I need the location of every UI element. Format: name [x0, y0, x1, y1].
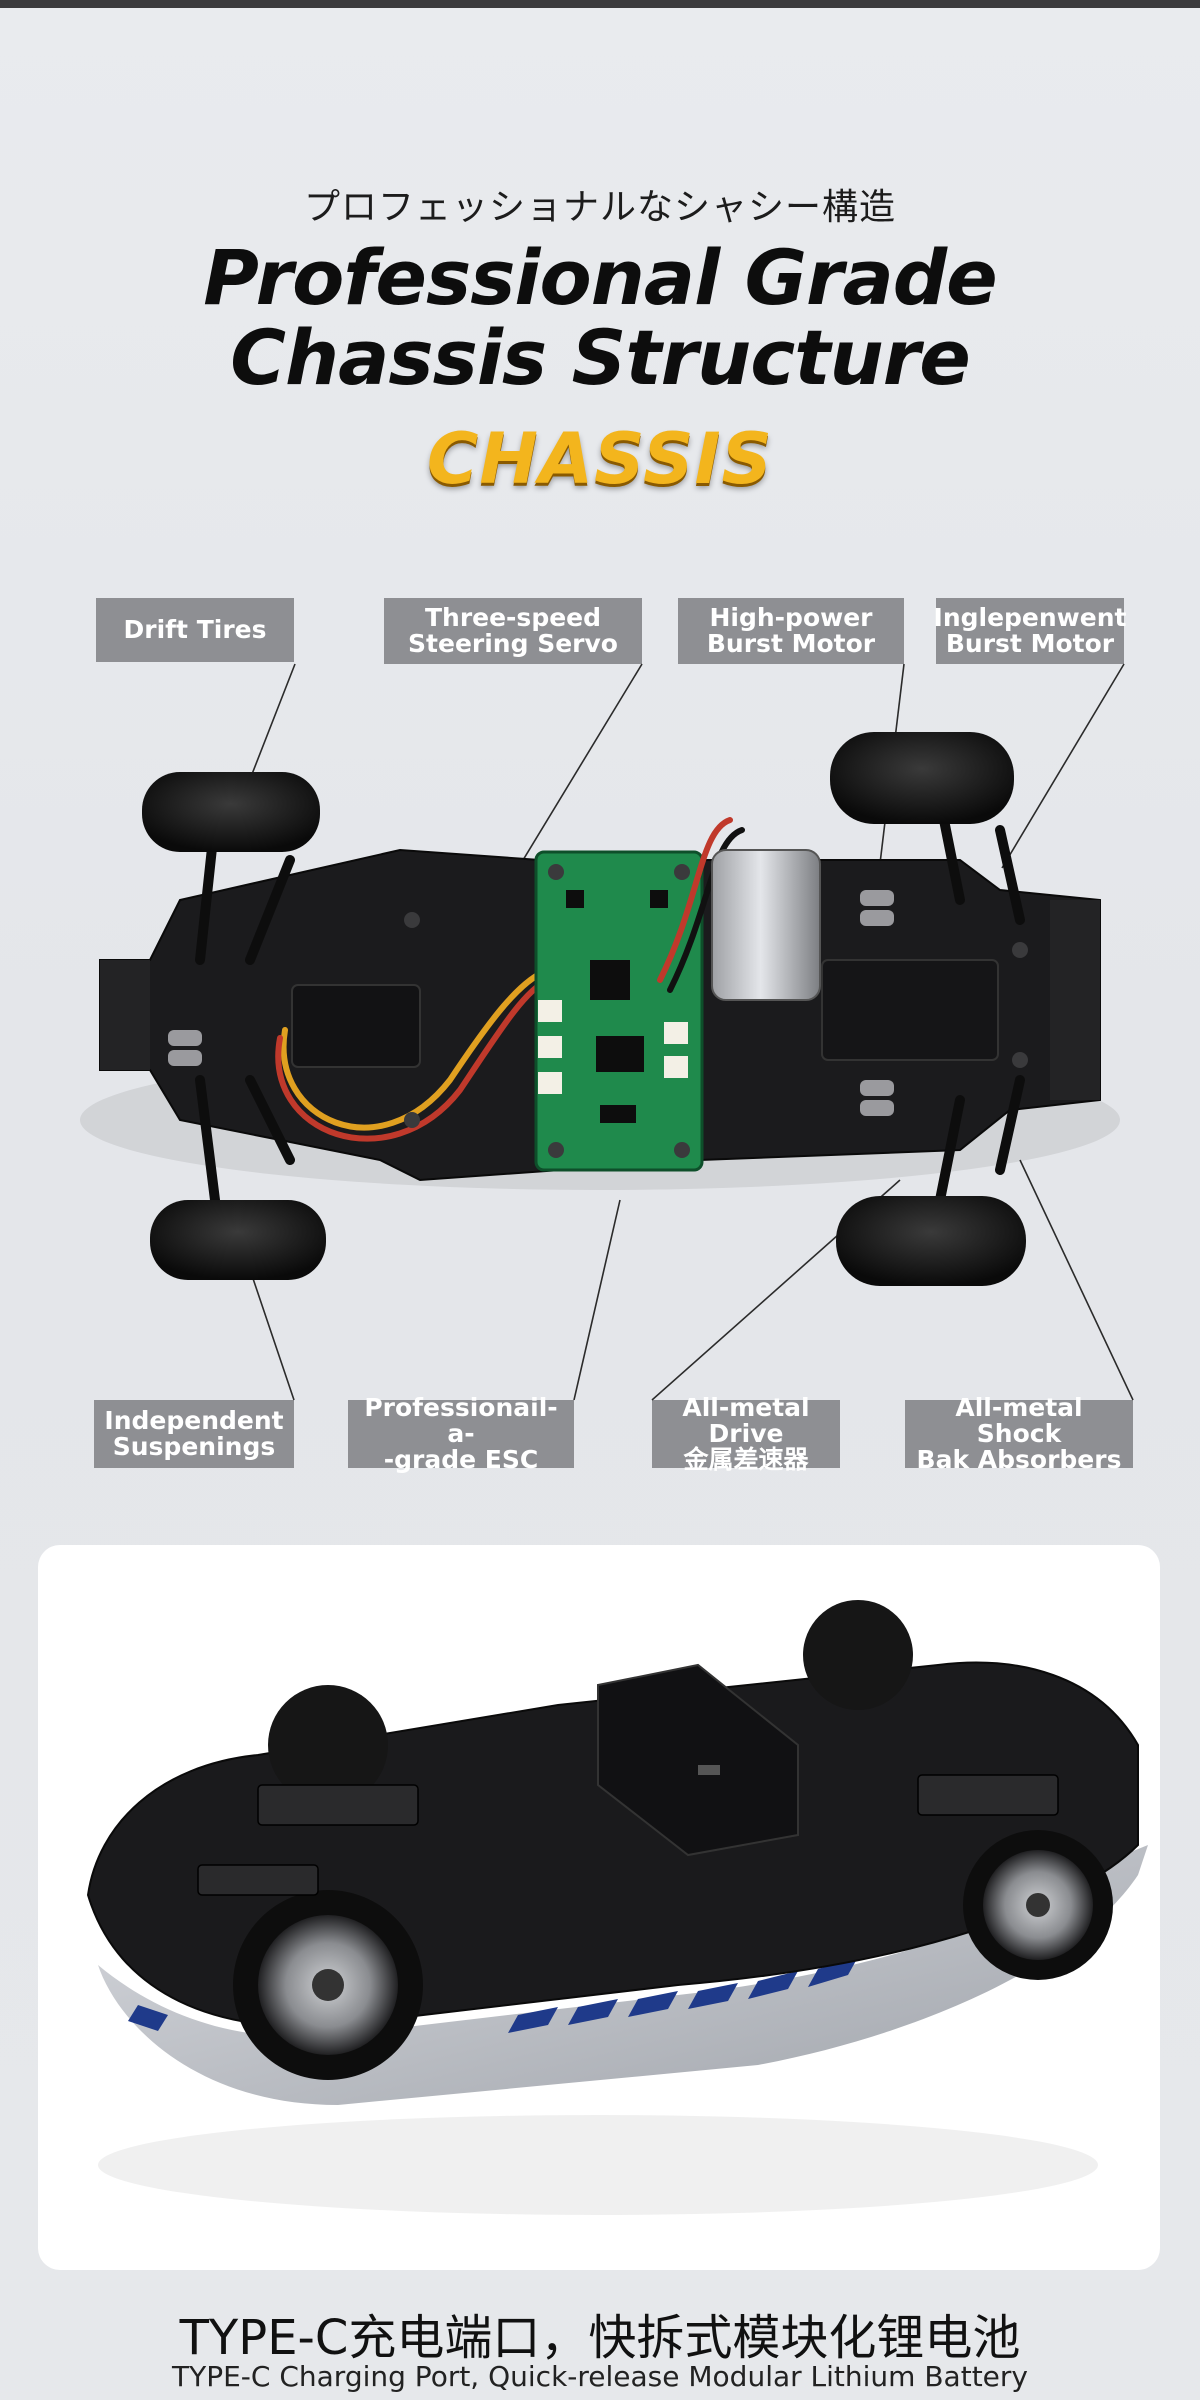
label-professional-esc: Professionail-a- -grade ESC: [348, 1395, 574, 1473]
battery-box: [597, 1663, 799, 1857]
label-steering-servo: Three-speed Steering Servo: [384, 598, 642, 664]
top-bar: [0, 0, 1200, 8]
chassis-top-view: [80, 732, 1120, 1286]
label-drift-tires: Drift Tires: [96, 598, 294, 662]
caption-chinese: TYPE-C充电端口，快拆式模块化锂电池: [179, 2310, 1021, 2366]
chassis-screws: [404, 864, 1028, 1158]
front-bumper: [100, 960, 150, 1070]
servo-wires: [275, 967, 551, 1142]
label-all-metal-shock-absorbers: All-metal Shock Bak Absorbers: [905, 1395, 1133, 1473]
page-title: Professional Grade Chassis Structure: [0, 238, 1200, 398]
chassis-badge: CHASSIS: [427, 418, 773, 500]
label-independent-suspension: Independent Suspenings: [94, 1400, 294, 1468]
label-all-metal-drive: All-metal Drive 金属差速器: [652, 1395, 840, 1473]
rear-bumper: [1050, 900, 1100, 1100]
label-burst-motor: High-power Burst Motor: [678, 598, 904, 664]
rear-gearbox: [821, 959, 999, 1061]
shock-absorbers: [168, 890, 894, 1116]
esc-connectors: [538, 1000, 688, 1094]
product-photo-card: [38, 1545, 1160, 2270]
type-c-port: [698, 1765, 720, 1775]
car-underside-illustration: [86, 1600, 1148, 2215]
car-wheels: [233, 1600, 1113, 2080]
title-line-1: Professional Grade: [203, 233, 997, 322]
esc-board: [534, 850, 704, 1172]
caption-english: TYPE-C Charging Port, Quick-release Modu…: [172, 2360, 1028, 2393]
car-suspension-hardware: [197, 1774, 1059, 1896]
japanese-title: プロフェッショナルなシャシー構造: [303, 187, 896, 228]
esc-chips: [566, 890, 668, 1123]
motor-wires: [657, 817, 745, 993]
label-independent-burst-motor: Inglepenwent Burst Motor: [934, 598, 1126, 664]
steering-servo: [291, 984, 421, 1068]
rear-suspension: [935, 795, 1025, 1205]
title-line-2: Chassis Structure: [230, 313, 971, 402]
burst-motor: [711, 849, 821, 1001]
tires: [142, 732, 1026, 1286]
